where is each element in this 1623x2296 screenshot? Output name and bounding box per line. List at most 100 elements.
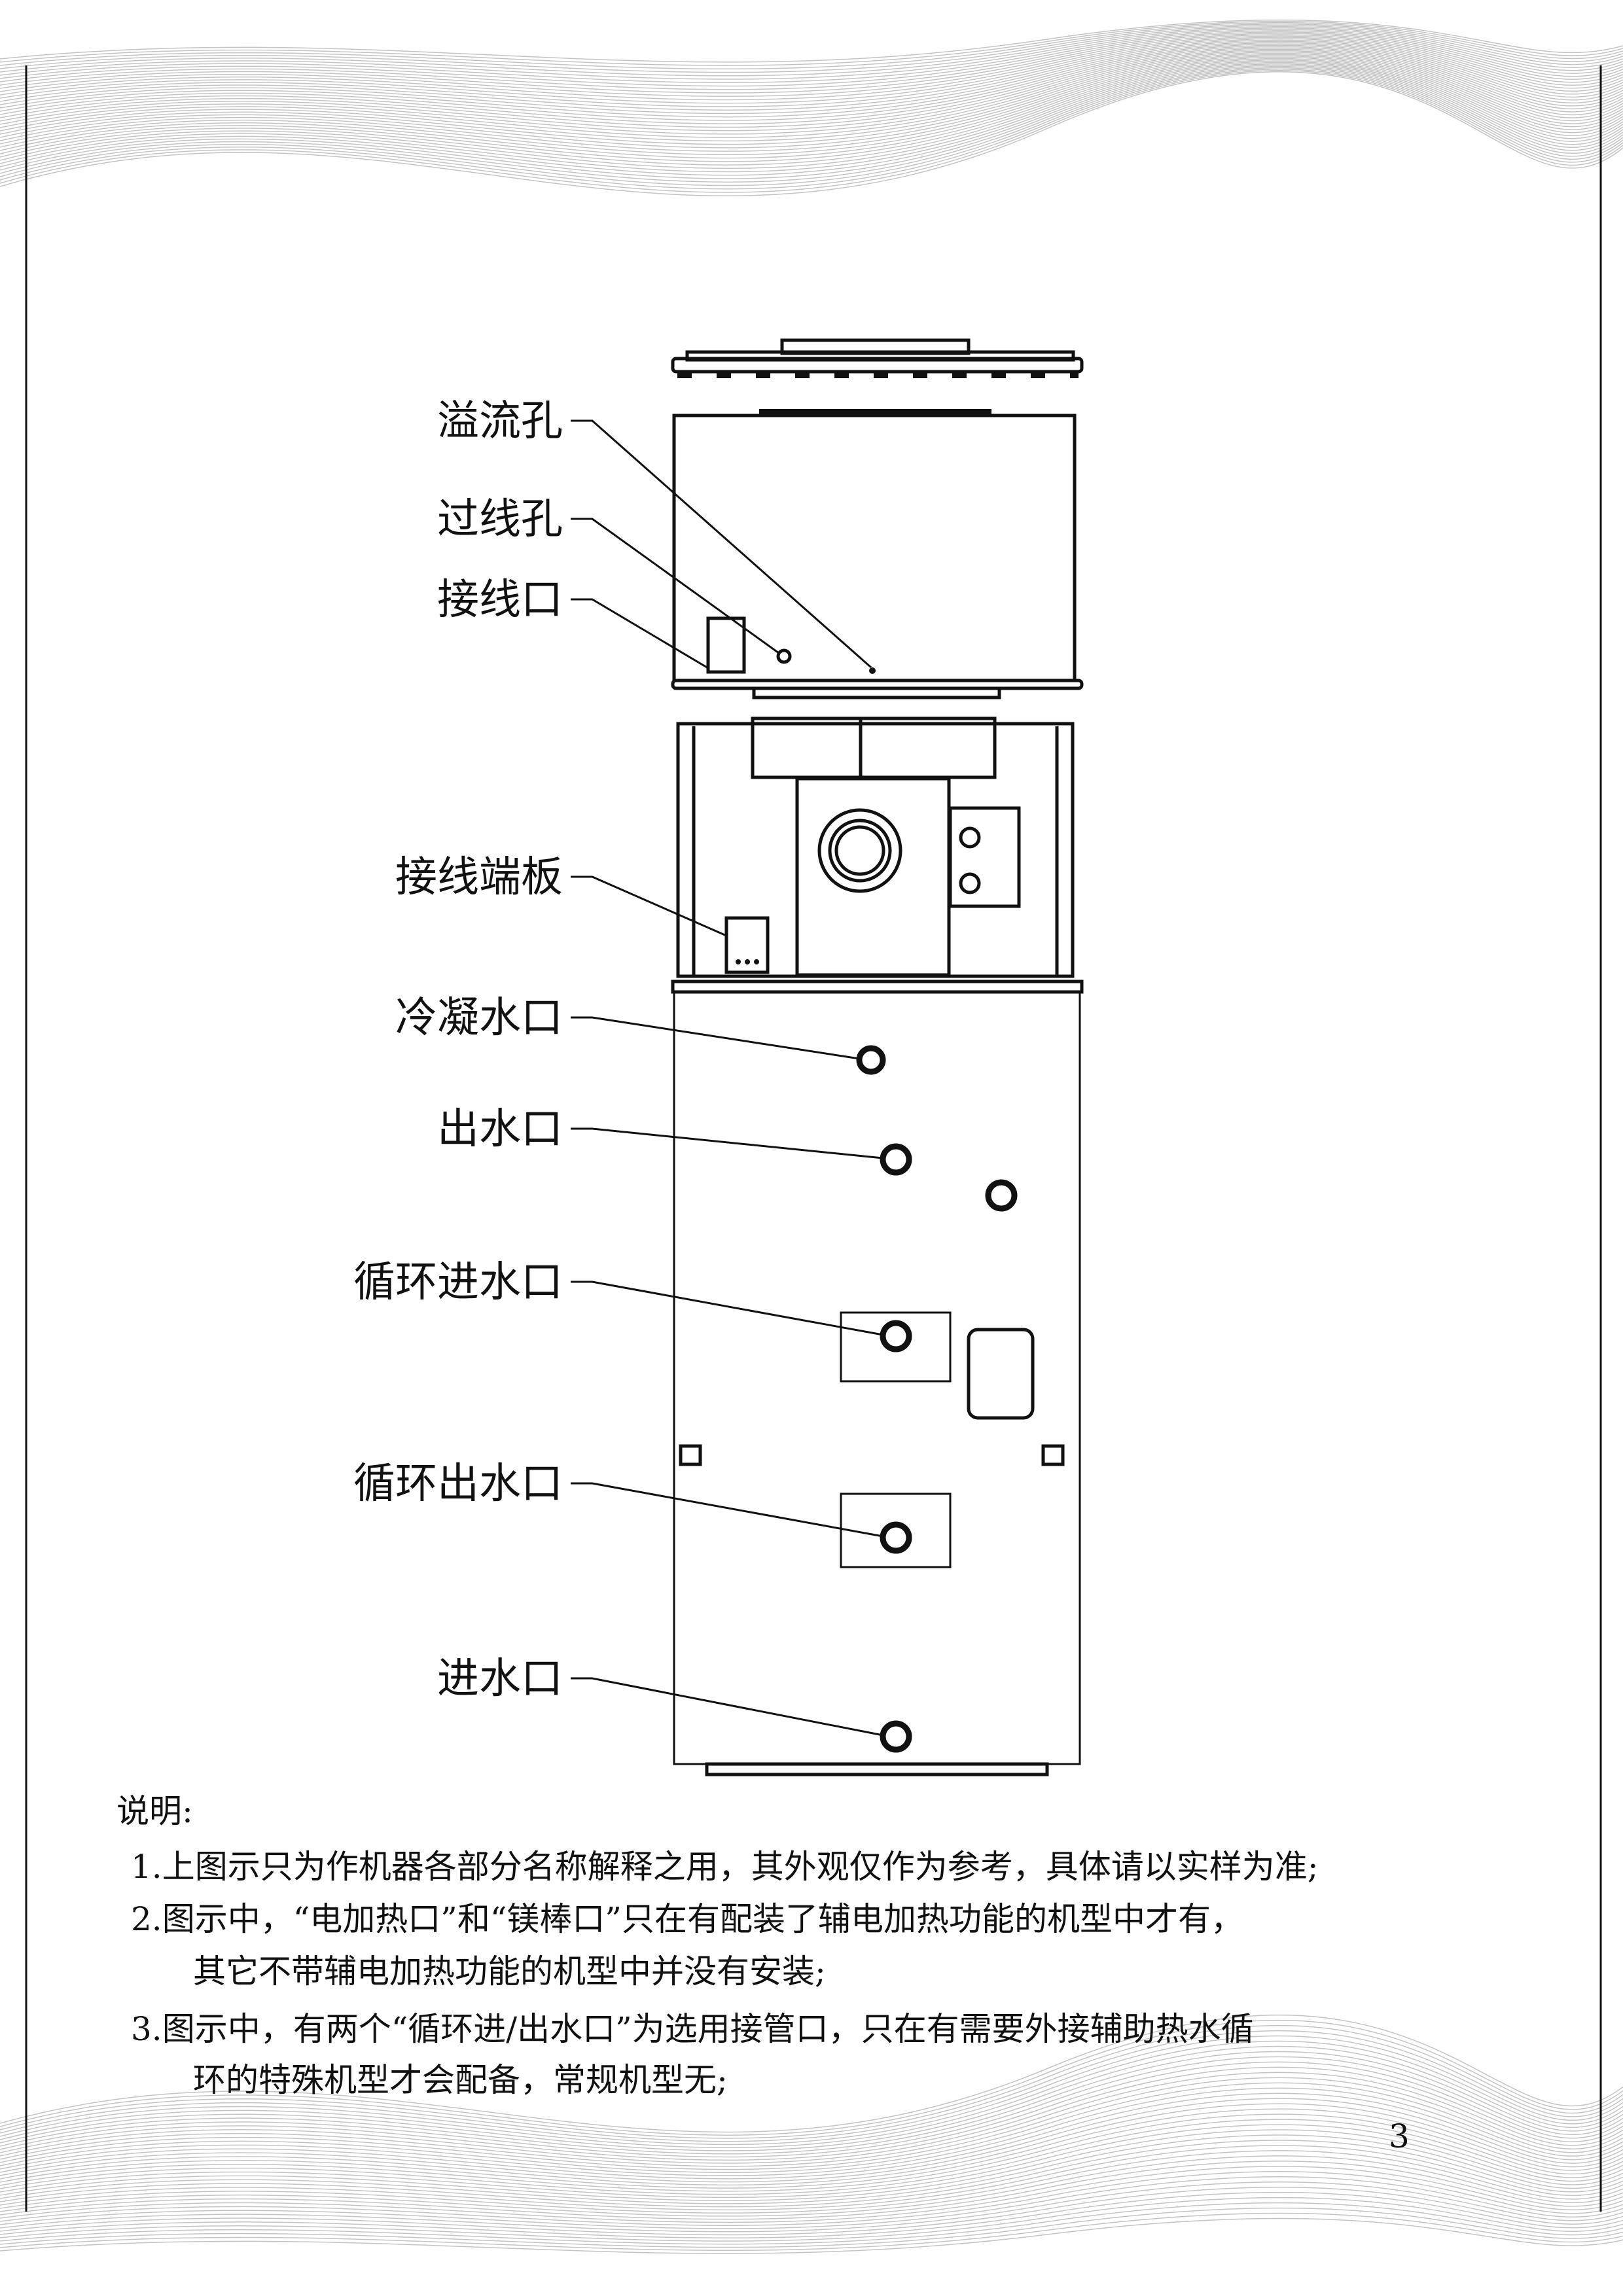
wave-line (0, 2181, 1623, 2233)
wave-line (0, 2171, 1623, 2226)
wave-line (0, 2155, 1623, 2217)
wave-line (0, 2176, 1623, 2229)
wave-line (0, 2077, 1623, 2170)
wave-line (0, 29, 1623, 87)
wave-line (0, 62, 1623, 173)
wave-line (0, 46, 1623, 132)
wave-line (0, 48, 1623, 138)
inlet-port (880, 1720, 912, 1753)
wave-line (0, 2030, 1623, 2142)
wave-line (0, 22, 1623, 70)
magnesium-rod-port (985, 1179, 1018, 1212)
wave-line (0, 52, 1623, 149)
wave-line (0, 41, 1623, 118)
wave-line (0, 59, 1623, 166)
compressor-section (676, 716, 1075, 978)
wave-line (0, 27, 1623, 84)
wave-line (0, 2061, 1623, 2161)
wave-line (0, 2051, 1623, 2155)
wave-line (0, 2119, 1623, 2195)
wave-line (0, 19, 1623, 63)
wave-line (0, 58, 1623, 162)
wave-line (0, 23, 1623, 73)
wave-line (0, 2166, 1623, 2223)
circulation-outlet-port (880, 1521, 912, 1554)
wave-line (0, 51, 1623, 145)
wave-line (0, 2093, 1623, 2180)
label-wire-hole: 过线孔 (437, 495, 563, 544)
wave-line (0, 2129, 1623, 2201)
wave-line (0, 65, 1623, 183)
label-water-inlet: 进水口 (437, 1655, 563, 1703)
wave-line (0, 30, 1623, 90)
note-line-3-cont: 环的特殊机型才会配备，常规机型无; (193, 2061, 728, 2099)
outlet-port (880, 1143, 912, 1176)
wave-line (0, 2040, 1623, 2148)
wave-line (0, 54, 1623, 152)
wave-line (0, 26, 1623, 80)
wave-line (0, 2019, 1623, 2136)
wave-line (0, 2134, 1623, 2204)
wave-line (0, 2124, 1623, 2199)
decorative-wave-header (0, 19, 1623, 196)
wave-line (0, 68, 1623, 190)
notes-heading: 说明: (116, 1792, 193, 1830)
terminal-board (724, 916, 770, 974)
wave-line (0, 55, 1623, 156)
wave-line (0, 69, 1623, 193)
wave-line (0, 2066, 1623, 2164)
wave-line (0, 34, 1623, 101)
wave-line (0, 2024, 1623, 2139)
top-cover-box (671, 409, 1084, 699)
wave-line (0, 2087, 1623, 2176)
water-tank (671, 980, 1084, 1776)
page-number: 3 (1389, 2117, 1410, 2155)
wave-line (0, 71, 1623, 196)
wave-line (0, 2108, 1623, 2189)
wave-line (0, 44, 1623, 128)
wave-line (0, 60, 1623, 169)
wave-line (0, 2103, 1623, 2186)
wave-line (0, 63, 1623, 176)
wave-line (0, 20, 1623, 66)
wave-line (0, 35, 1623, 104)
label-terminal-board: 接线端板 (395, 853, 563, 902)
wave-line (0, 2202, 1623, 2245)
wave-line (0, 2161, 1623, 2220)
wave-line (0, 67, 1623, 186)
wave-line (0, 2056, 1623, 2158)
condensate-port (856, 1045, 886, 1075)
wave-line (0, 2014, 1623, 2133)
wave-line (0, 2035, 1623, 2146)
wave-line (0, 2191, 1623, 2238)
wave-line (0, 2140, 1623, 2208)
overflow-hole (869, 667, 876, 674)
wiring-port-cover (706, 616, 746, 674)
wave-line (0, 33, 1623, 97)
top-lid (671, 338, 1084, 378)
wave-line (0, 2072, 1623, 2167)
wave-line (0, 2207, 1623, 2248)
wave-line (0, 2045, 1623, 2151)
notes-section: 说明: 1.上图示只为作机器各部分名称解释之用，其外观仅作为参考，具体请以实样为… (116, 1792, 1410, 2155)
wave-line (0, 64, 1623, 179)
wave-line (0, 43, 1623, 124)
wave-line (0, 39, 1623, 115)
wave-line (0, 2150, 1623, 2214)
label-wiring-port: 接线口 (437, 576, 563, 624)
wave-line (0, 2186, 1623, 2236)
wave-line (0, 42, 1623, 121)
wave-line (0, 2145, 1623, 2211)
circulation-inlet-port (880, 1320, 912, 1352)
wave-line (0, 2197, 1623, 2242)
label-water-outlet: 出水口 (437, 1105, 563, 1154)
wave-line (0, 2113, 1623, 2192)
label-circulation-inlet: 循环进水口 (353, 1258, 563, 1307)
note-line-1: 1.上图示只为作机器各部分名称解释之用，其外观仅作为参考，具体请以实样为准; (131, 1848, 1319, 1886)
wire-hole (776, 648, 792, 664)
callouts: 溢流孔 过线孔 接线口 接线端板 冷凝水口 出水口 循环进水口 循环出水口 进水… (353, 397, 883, 1737)
label-circulation-outlet: 循环出水口 (353, 1460, 563, 1508)
wave-line (0, 56, 1623, 159)
decorative-wave-footer (0, 2014, 1623, 2254)
